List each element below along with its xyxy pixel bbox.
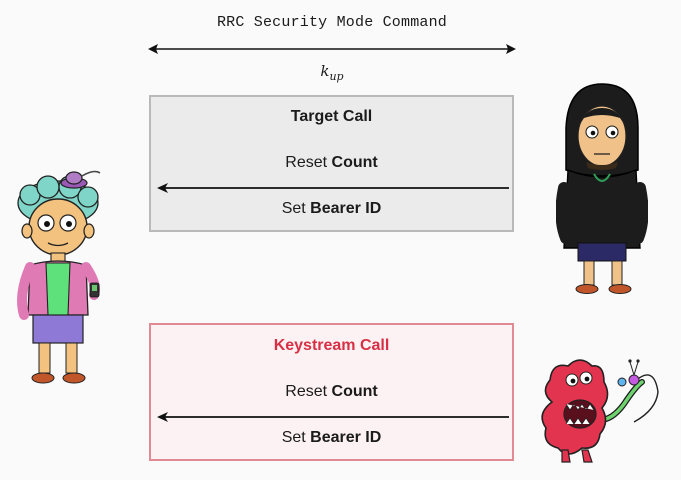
left-arrow [157,412,509,422]
keystream-call-title: Keystream Call [273,337,390,354]
target-bearer-id-term: Bearer ID [310,200,382,217]
keystream-call-box: Keystream Call Reset Count Set Bearer ID [149,323,514,461]
left-arrow [157,183,509,193]
rrc-security-mode-command-label: RRC Security Mode Command [216,14,448,31]
attacker-character-illustration [17,170,101,384]
double-headed-arrow [148,44,516,54]
target-call-title: Target Call [290,108,373,125]
keystream-count-term: Count [331,383,378,400]
key-subscript: up [329,70,344,83]
hooded-victim-illustration [556,83,648,294]
red-monster-illustration [541,359,659,463]
keystream-set-bearer-id-label: Set Bearer ID [151,429,512,447]
target-reset-prefix: Reset [285,154,332,171]
keystream-reset-prefix: Reset [285,383,332,400]
target-set-bearer-id-label: Set Bearer ID [151,200,512,218]
target-call-box: Target Call Reset Count Set Bearer ID [149,95,514,232]
key-base: k [320,62,330,80]
keystream-bearer-id-term: Bearer ID [310,429,382,446]
keystream-reset-count-label: Reset Count [151,383,512,401]
key-kup-label: kup [148,62,516,83]
target-set-prefix: Set [281,200,311,217]
target-reset-count-label: Reset Count [151,154,512,172]
target-count-term: Count [331,154,378,171]
keystream-set-prefix: Set [281,429,311,446]
